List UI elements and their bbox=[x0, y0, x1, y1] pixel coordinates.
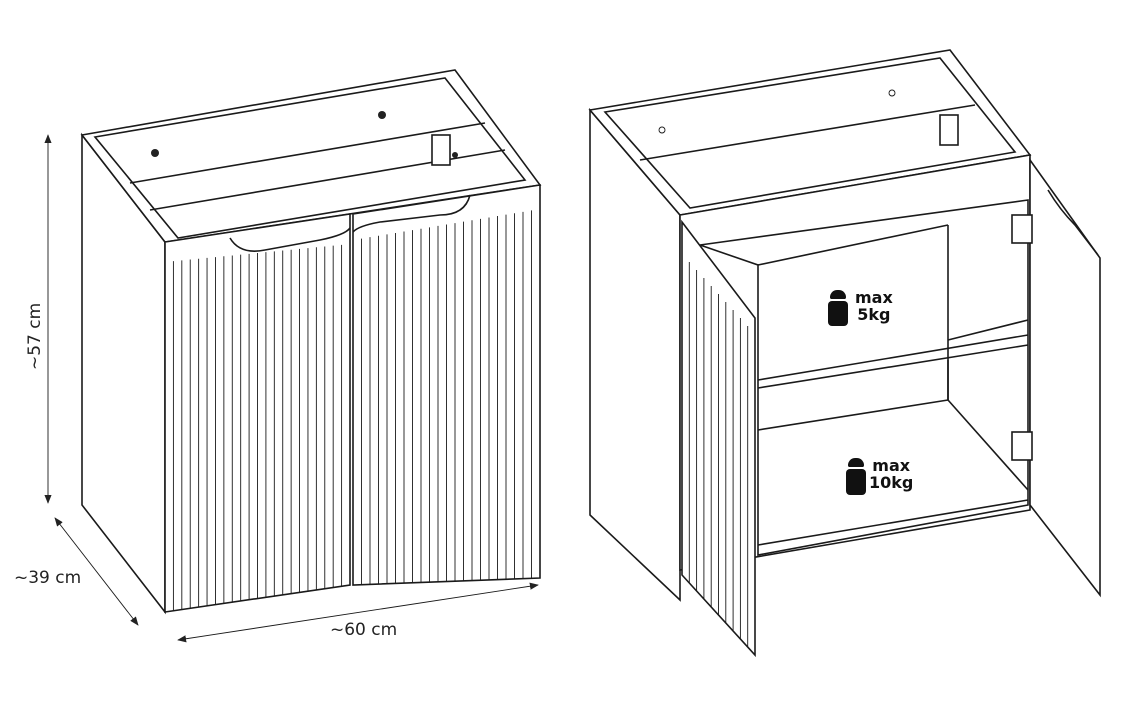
shelf-upper-load: max 5kg bbox=[855, 289, 893, 323]
weight-icon bbox=[827, 290, 849, 326]
closed-cabinet bbox=[80, 69, 542, 615]
load-value-text: 5kg bbox=[857, 305, 891, 324]
depth-arrow bbox=[54, 517, 139, 626]
weight-icon bbox=[845, 458, 867, 496]
open-cabinet bbox=[588, 49, 1101, 658]
load-max-text: max bbox=[872, 456, 911, 475]
height-label: ~57 cm bbox=[25, 302, 45, 370]
depth-label: ~39 cm bbox=[14, 568, 82, 588]
load-max-text: max bbox=[855, 288, 893, 307]
shelf-lower-load: max 10kg bbox=[869, 457, 913, 491]
load-value-text: 10kg bbox=[869, 473, 914, 492]
width-label: ~60 cm bbox=[330, 620, 398, 640]
width-arrow bbox=[177, 582, 539, 643]
